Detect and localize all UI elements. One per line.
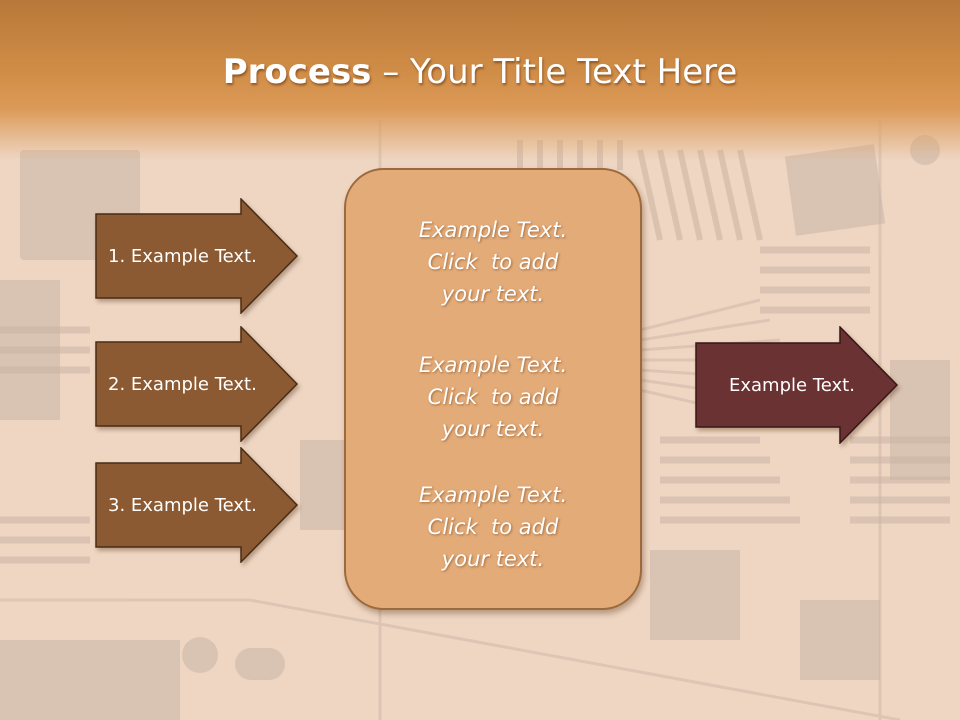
step-label-2: 2. Example Text. [108, 373, 257, 395]
step-arrow-3[interactable]: 3. Example Text. [95, 447, 299, 563]
slide-title[interactable]: Process – Your Title Text Here [0, 52, 960, 92]
center-block-2-line-3: your text. [441, 417, 545, 441]
output-label: Example Text. [729, 374, 855, 396]
center-block-1-line-1: Example Text. [418, 218, 568, 242]
center-block-3-line-2: Click to add [427, 515, 559, 539]
center-text-block-3[interactable]: Example Text. Click to add your text. [346, 479, 640, 575]
center-text-box[interactable]: Example Text. Click to add your text. Ex… [344, 168, 642, 610]
center-block-3-line-1: Example Text. [418, 483, 568, 507]
step-arrow-1[interactable]: 1. Example Text. [95, 198, 299, 314]
step-label-3: 3. Example Text. [108, 494, 257, 516]
center-text-block-1[interactable]: Example Text. Click to add your text. [346, 214, 640, 310]
step-arrow-2[interactable]: 2. Example Text. [95, 326, 299, 442]
output-arrow[interactable]: Example Text. [695, 326, 899, 444]
center-block-3-line-3: your text. [441, 547, 545, 571]
center-block-1-line-3: your text. [441, 282, 545, 306]
center-text-block-2[interactable]: Example Text. Click to add your text. [346, 349, 640, 445]
title-rest-text: – Your Title Text Here [371, 52, 738, 92]
center-block-2-line-1: Example Text. [418, 353, 568, 377]
step-label-1: 1. Example Text. [108, 245, 257, 267]
center-block-1-line-2: Click to add [427, 250, 559, 274]
center-block-2-line-2: Click to add [427, 385, 559, 409]
title-bold-text: Process [222, 52, 372, 92]
title-header-band [0, 0, 960, 160]
